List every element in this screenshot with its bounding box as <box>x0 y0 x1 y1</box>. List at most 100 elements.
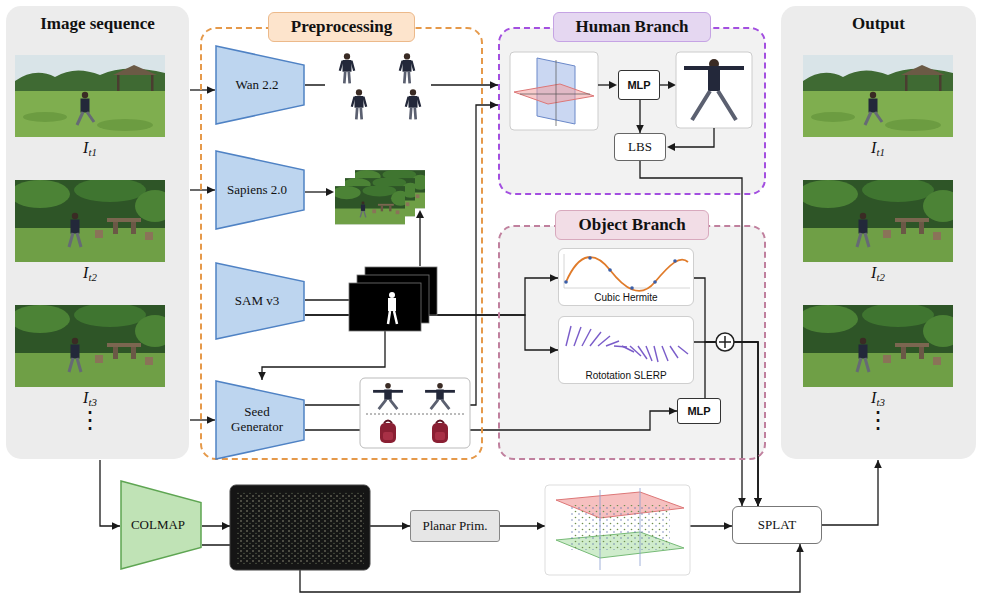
seed-output-panel-part <box>432 421 448 444</box>
output-photos-part <box>798 178 963 262</box>
connector <box>705 342 762 506</box>
sam-output-masks-part <box>389 292 395 298</box>
frame-index: t1 <box>88 146 96 158</box>
model-name: SAM v3 <box>235 294 279 309</box>
input-photos-part <box>10 178 175 262</box>
posed-human-part <box>708 69 720 91</box>
arrow-head <box>669 407 677 415</box>
input-photos <box>10 55 175 387</box>
sam-model: SAM v3 <box>215 262 305 340</box>
model-name: Wan 2.2 <box>236 78 279 93</box>
planar-primitive-plot-part <box>537 522 545 530</box>
frame-label: It1 <box>83 139 97 156</box>
sparse-point-cloud <box>222 485 370 570</box>
posed-human-part <box>692 91 736 120</box>
slerp-quiver <box>566 326 688 362</box>
seed-output-panel-part <box>425 383 455 409</box>
sapiens-model: Sapiens 2.0 <box>215 150 305 230</box>
output-photos-part <box>798 303 963 387</box>
arrow-head <box>796 544 804 552</box>
wan-output-figures-part <box>352 89 366 119</box>
arrow-head <box>874 460 882 468</box>
node-fill <box>559 317 693 383</box>
label-holder: It3 <box>60 389 120 409</box>
arrow-head <box>724 522 732 530</box>
connector <box>305 101 498 405</box>
label-holder: It2 <box>848 264 908 284</box>
slerp-quiver-part <box>582 329 591 346</box>
output-panel: Output <box>780 5 977 460</box>
connector <box>636 100 644 133</box>
planar-primitive-plot-part <box>570 505 670 550</box>
wan-output-figures-part <box>400 53 414 83</box>
input-photos-part <box>15 55 165 137</box>
planar-primitive-box: Planar Prim. <box>410 510 500 542</box>
block-label: MLP <box>627 79 650 92</box>
hermite-curve-part <box>630 286 634 290</box>
seed-output-panel-part <box>360 378 470 448</box>
sam-output-masks-part <box>416 210 424 218</box>
frame-index: t2 <box>876 271 884 283</box>
node-fill <box>499 226 765 459</box>
canonical-space-planes-part <box>609 81 617 89</box>
input-panel: Image sequence <box>5 5 190 460</box>
sam-output-masks-part <box>349 283 421 331</box>
arrow-head <box>636 125 644 133</box>
sum-symbol-part <box>716 333 734 351</box>
node-fill <box>733 507 821 543</box>
colmap-model: COLMAP <box>120 480 202 570</box>
sam-output-masks-part <box>388 311 397 324</box>
label-holder: ⋮ <box>858 408 898 432</box>
seed-generator: Seed Generator <box>215 380 305 460</box>
output-photos-part <box>803 55 953 137</box>
label-holder: ⋮ <box>70 408 110 432</box>
connector-line <box>100 460 120 526</box>
wan-output-figures <box>325 48 431 126</box>
arrow-head <box>112 522 120 530</box>
sum-symbol-part <box>719 336 731 348</box>
panel-title: Image sequence <box>40 14 155 34</box>
connector-line <box>305 315 558 350</box>
canonical-space-planes <box>510 52 676 130</box>
arrow-head <box>490 101 498 109</box>
connector <box>822 460 882 525</box>
seed-output-panel-part <box>373 383 403 409</box>
posed-human-part <box>667 143 675 151</box>
section-header: Human Branch <box>553 12 712 42</box>
plot-caption: Rototation SLERP <box>585 370 666 382</box>
canonical-space-planes-part <box>520 60 590 126</box>
frame-label: It3 <box>871 389 885 406</box>
planar-primitive-plot <box>537 485 690 575</box>
trapezoid-outline <box>216 151 304 229</box>
connector <box>694 342 762 506</box>
node-fill <box>499 28 765 194</box>
seed-output-panel-part <box>366 414 464 415</box>
block-label: LBS <box>628 140 652 155</box>
arrow-head <box>550 274 558 282</box>
slerp-quiver-part <box>670 346 678 358</box>
planar-primitive-plot-part <box>600 488 640 570</box>
sam-output-masks-part <box>388 298 396 311</box>
slerp-quiver-part <box>678 346 688 354</box>
frame-index: t2 <box>88 271 96 283</box>
connector <box>305 315 558 354</box>
sapiens-output-frames-part <box>326 188 334 196</box>
node-fill <box>781 6 976 459</box>
slerp-plot: Rototation SLERP <box>558 316 694 384</box>
posed-human-part <box>671 128 714 147</box>
label-holder: It1 <box>848 139 908 159</box>
canonical-space-planes-part <box>668 81 676 89</box>
wan-output-figures-part <box>406 89 420 119</box>
sapiens-output-frames <box>305 169 430 224</box>
trapezoid-outline <box>216 381 304 459</box>
connector <box>100 460 120 530</box>
node-fill <box>615 134 665 160</box>
sparse-point-cloud-part <box>230 485 370 570</box>
seed-output-panel-part <box>380 421 396 444</box>
slerp-quiver-part <box>606 341 619 346</box>
connector <box>190 86 215 94</box>
arrow-head <box>207 186 215 194</box>
planar-primitive-plot-part <box>545 485 690 575</box>
node-fill <box>559 249 693 305</box>
